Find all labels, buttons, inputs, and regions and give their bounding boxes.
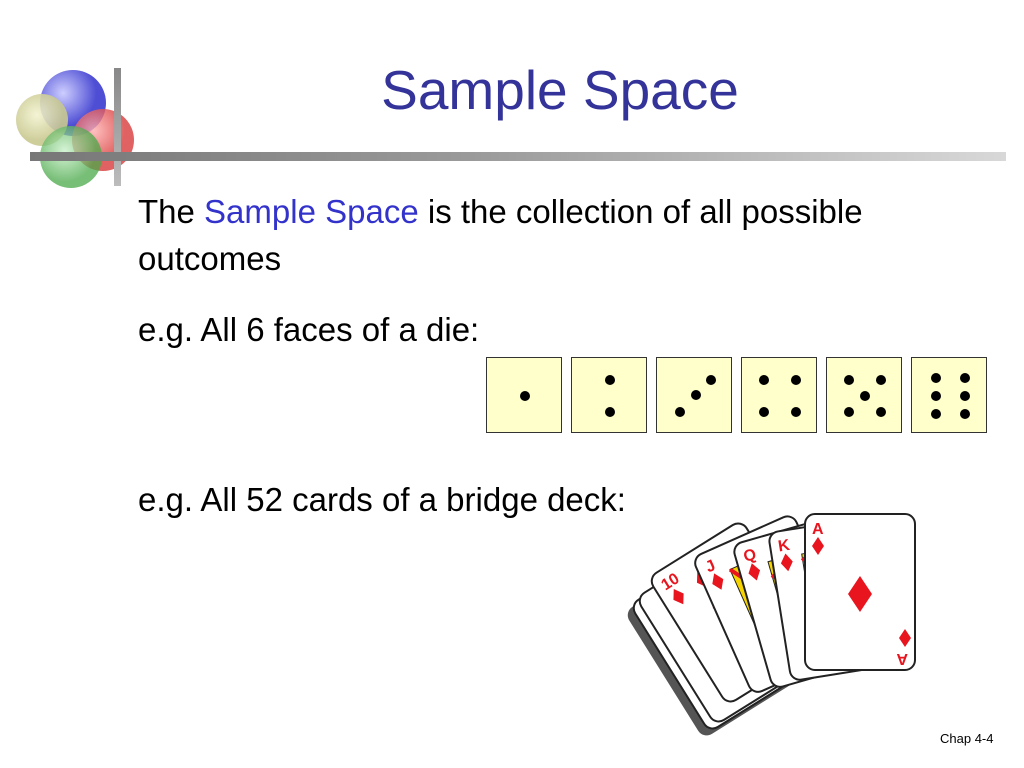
- svg-text:10: 10: [658, 570, 682, 594]
- vertical-rule: [114, 68, 121, 186]
- definition-term: Sample Space: [204, 193, 419, 230]
- overlapping-circles-logo: [16, 70, 134, 188]
- die-face-5: [826, 357, 902, 433]
- die-face-2: [571, 357, 647, 433]
- slide-title: Sample Space: [381, 59, 739, 121]
- definition-text-end: is the collection of all possible outcom…: [138, 193, 863, 277]
- svg-text:Q: Q: [742, 546, 759, 566]
- svg-text:A: A: [896, 650, 908, 667]
- die-face-6: [911, 357, 987, 433]
- definition-text-start: The: [138, 193, 205, 230]
- die-face-3: [656, 357, 732, 433]
- slide-footer: Chap 4-4: [940, 731, 994, 746]
- die-example-text: e.g. All 6 faces of a die:: [138, 311, 480, 348]
- svg-text:A: A: [812, 521, 824, 538]
- svg-text:K: K: [777, 537, 792, 556]
- horizontal-rule: [30, 152, 1006, 161]
- die-face-1: [486, 357, 562, 433]
- deck-example-text: e.g. All 52 cards of a bridge deck:: [138, 481, 626, 518]
- playing-cards-fan: 10 J Q K A A: [627, 513, 916, 736]
- die-face-4: [741, 357, 817, 433]
- definition-paragraph: The Sample Space is the collection of al…: [138, 188, 898, 282]
